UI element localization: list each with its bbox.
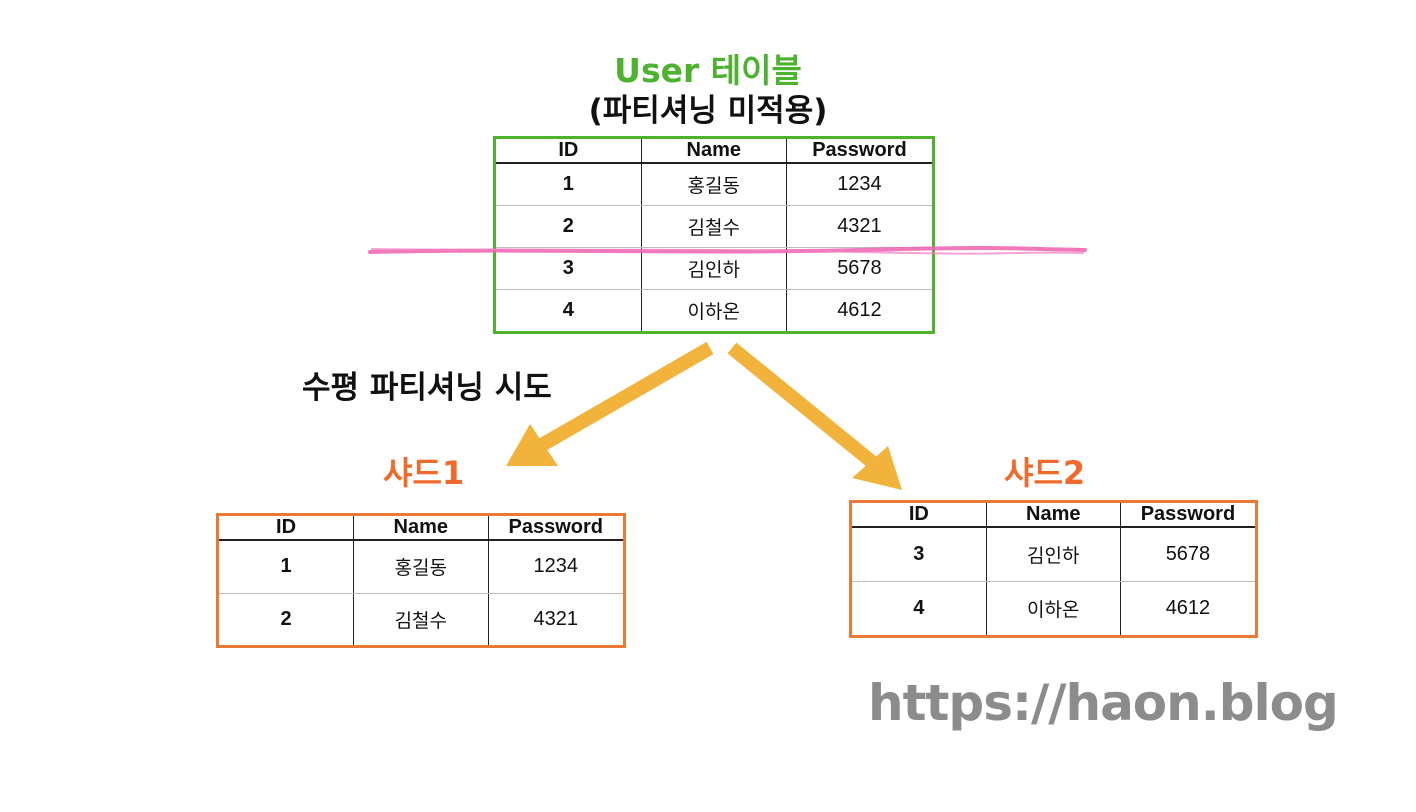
arrow-to-shard1 bbox=[536, 341, 714, 453]
table-row: 3 김인하 5678 bbox=[852, 527, 1255, 583]
cell-name: 이하온 bbox=[641, 289, 787, 331]
column-header-password: Password bbox=[1120, 503, 1255, 528]
cell-password: 4321 bbox=[533, 607, 579, 630]
cell-password: 1234 bbox=[786, 163, 932, 207]
shard1-table-grid: ID Name Password 1 홍길동 1234 2 김철수 4321 bbox=[219, 516, 623, 645]
cell-name: 이하온 bbox=[986, 581, 1121, 635]
column-header-id: ID bbox=[852, 503, 987, 528]
cell-name: 홍길동 bbox=[641, 163, 787, 207]
cell-id: 3 bbox=[852, 527, 987, 583]
column-header-password: Password bbox=[786, 139, 932, 164]
cell-id: 2 bbox=[219, 593, 355, 645]
cell-password: 4321 bbox=[786, 205, 932, 249]
table-header-row: ID Name Password bbox=[496, 139, 932, 164]
column-header-id: ID bbox=[496, 139, 642, 164]
user-table: ID Name Password 1 홍길동 1234 2 김철수 4321 3… bbox=[493, 136, 935, 334]
cell-password: 4612 bbox=[837, 299, 882, 322]
cell-name: 홍길동 bbox=[353, 540, 489, 594]
table-row: 4 이하온 4612 bbox=[852, 581, 1255, 635]
cell-id: 2 bbox=[496, 205, 642, 249]
cell-name: 김철수 bbox=[641, 205, 787, 249]
column-header-name: Name bbox=[986, 503, 1121, 528]
table-header-row: ID Name Password bbox=[219, 516, 623, 541]
table-row: 4 이하온 4612 bbox=[496, 289, 932, 331]
column-header-password: Password bbox=[488, 516, 623, 541]
arrow-head-shard2 bbox=[852, 446, 902, 490]
cell-name: 김인하 bbox=[641, 247, 787, 291]
arrow-to-shard2 bbox=[727, 342, 877, 468]
table-row: 1 홍길동 1234 bbox=[496, 163, 932, 207]
column-header-id: ID bbox=[219, 516, 355, 541]
table-row: 3 김인하 5678 bbox=[496, 247, 932, 291]
user-table-subtitle: (파티셔닝 미적용) bbox=[588, 93, 828, 129]
cell-password: 5678 bbox=[786, 247, 932, 291]
user-table-grid: ID Name Password 1 홍길동 1234 2 김철수 4321 3… bbox=[496, 139, 932, 331]
blog-watermark: https://haon.blog bbox=[868, 674, 1339, 732]
cell-password: 1234 bbox=[488, 540, 623, 594]
cell-id: 4 bbox=[852, 581, 987, 635]
table-header-row: ID Name Password bbox=[852, 503, 1255, 528]
cell-id: 3 bbox=[496, 247, 642, 291]
shard2-table-grid: ID Name Password 3 김인하 5678 4 이하온 4612 bbox=[852, 503, 1255, 635]
cell-id: 1 bbox=[219, 540, 355, 594]
arrow-head-shard1 bbox=[506, 424, 558, 466]
cell-password: 5678 bbox=[1120, 527, 1255, 583]
cell-id: 4 bbox=[496, 289, 642, 331]
cell-name: 김인하 bbox=[986, 527, 1121, 583]
cell-id: 1 bbox=[496, 163, 642, 207]
column-header-name: Name bbox=[353, 516, 489, 541]
shard1-label: 샤드1 bbox=[383, 454, 465, 492]
horizontal-partition-label: 수평 파티셔닝 시도 bbox=[302, 370, 552, 406]
shard1-table: ID Name Password 1 홍길동 1234 2 김철수 4321 bbox=[216, 513, 626, 648]
column-header-name: Name bbox=[641, 139, 787, 164]
cell-name: 김철수 bbox=[353, 593, 489, 645]
cell-password: 4612 bbox=[1165, 597, 1211, 620]
shard2-label: 샤드2 bbox=[1004, 454, 1086, 492]
table-row: 2 김철수 4321 bbox=[496, 205, 932, 249]
user-table-title: User 테이블 bbox=[614, 51, 802, 90]
shard2-table: ID Name Password 3 김인하 5678 4 이하온 4612 bbox=[849, 500, 1258, 638]
table-row: 1 홍길동 1234 bbox=[219, 540, 623, 594]
table-row: 2 김철수 4321 bbox=[219, 593, 623, 645]
